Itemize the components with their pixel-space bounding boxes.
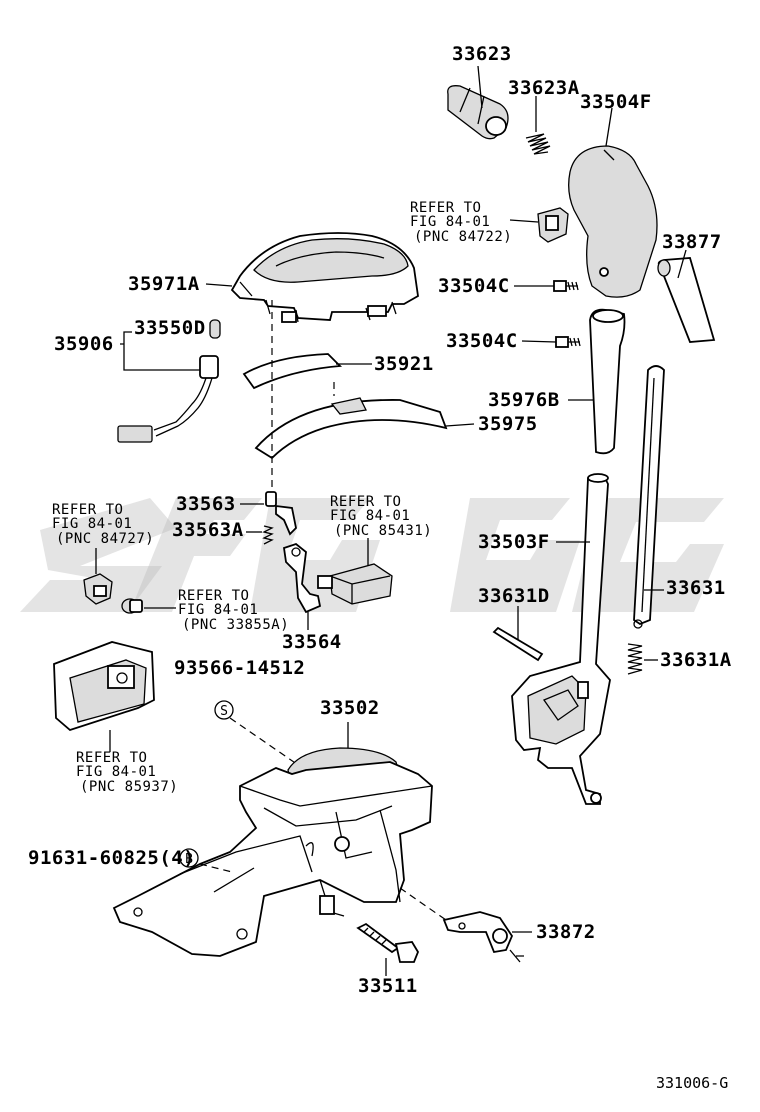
part-33563-drawing [265, 491, 297, 536]
part-33502-drawing [112, 747, 433, 957]
ref-85431-line3: (PNC 85431) [334, 523, 432, 539]
ref-33855A-line3: (PNC 33855A) [182, 617, 289, 633]
part-33564-label: 33564 [282, 631, 342, 653]
part-33563-label: 33563 [176, 493, 236, 515]
ref-85431-solenoid-drawing [317, 563, 393, 605]
part-33631-label: 33631 [666, 577, 726, 599]
part-35906-label: 35906 [54, 333, 114, 355]
part-33872-drawing [442, 911, 524, 963]
part-33877-label: 33877 [662, 231, 722, 253]
part-33631A-label: 33631A [660, 649, 732, 671]
ref-33855A-socket-drawing [121, 598, 143, 614]
part-33623A-label: 33623A [508, 77, 580, 99]
part-33631D-label: 33631D [478, 585, 550, 607]
part-33877-drawing [657, 257, 716, 343]
part-35976B-label: 35976B [488, 389, 560, 411]
ref-84722-clip-drawing [537, 207, 569, 243]
part-33564-drawing [283, 542, 322, 614]
part-35921-label: 35921 [374, 353, 434, 375]
part-33504F-drawing [568, 145, 658, 298]
ref-84727-switch-drawing [83, 573, 113, 605]
part-33623A-drawing [525, 133, 551, 155]
marker-s-text: S [220, 704, 228, 719]
part-33623-drawing [447, 85, 509, 140]
ref-84727-line2: FIG 84-01 [52, 516, 132, 532]
part-33550D-label: 33550D [134, 317, 206, 339]
part-35975-drawing [254, 397, 448, 460]
part-33872-label: 33872 [536, 921, 596, 943]
ref-84727-line3: (PNC 84727) [56, 531, 154, 547]
ref-85431-line2: FIG 84-01 [330, 508, 410, 524]
part-33563A-drawing [262, 525, 274, 545]
marker-b-badge: B [179, 848, 199, 868]
part-33631A-drawing [627, 643, 643, 675]
ref-33855A-line1: REFER TO [178, 588, 249, 604]
part-35971A-label: 35971A [128, 273, 200, 295]
ref-85937-line2: FIG 84-01 [76, 764, 156, 780]
part-33504C-screw-a [553, 280, 579, 292]
marker-s-badge: S [214, 700, 234, 720]
part-33631-drawing [633, 365, 665, 629]
part-35971A-drawing [230, 232, 419, 323]
part-33504C-screw-b [555, 336, 581, 348]
part-33503F-drawing [511, 473, 611, 805]
ref-84722-line3: (PNC 84722) [414, 229, 512, 245]
ref-85937-line1: REFER TO [76, 750, 147, 766]
ref-84727-line1: REFER TO [52, 502, 123, 518]
ref-85431-line1: REFER TO [330, 494, 401, 510]
ref-33855A-line2: FIG 84-01 [178, 602, 258, 618]
part-93566-label: 93566-14512 [174, 657, 305, 679]
ref-85937-line3: (PNC 85937) [80, 779, 178, 795]
ref-84722-line2: FIG 84-01 [410, 214, 490, 230]
ref-85937-bracket-drawing [53, 641, 155, 732]
marker-b-text: B [185, 852, 193, 867]
part-91631-label: 91631-60825(4) [28, 847, 195, 869]
part-33511-label: 33511 [358, 975, 418, 997]
part-33502-label: 33502 [320, 697, 380, 719]
part-33504C-label-b: 33504C [446, 330, 518, 352]
part-33550D-drawing [209, 319, 221, 339]
part-33563A-label: 33563A [172, 519, 244, 541]
part-33631D-drawing [492, 626, 544, 662]
part-33623-label: 33623 [452, 43, 512, 65]
part-35906-drawing [117, 355, 219, 443]
figure-id-label: 331006-G [656, 1074, 728, 1092]
ref-84722-line1: REFER TO [410, 200, 481, 216]
part-33504C-label-a: 33504C [438, 275, 510, 297]
part-35921-drawing [242, 353, 343, 390]
part-35976B-drawing [589, 308, 626, 455]
part-33503F-label: 33503F [478, 531, 550, 553]
part-33511-drawing [356, 922, 420, 963]
part-35975-label: 35975 [478, 413, 538, 435]
part-33504F-label: 33504F [580, 91, 652, 113]
